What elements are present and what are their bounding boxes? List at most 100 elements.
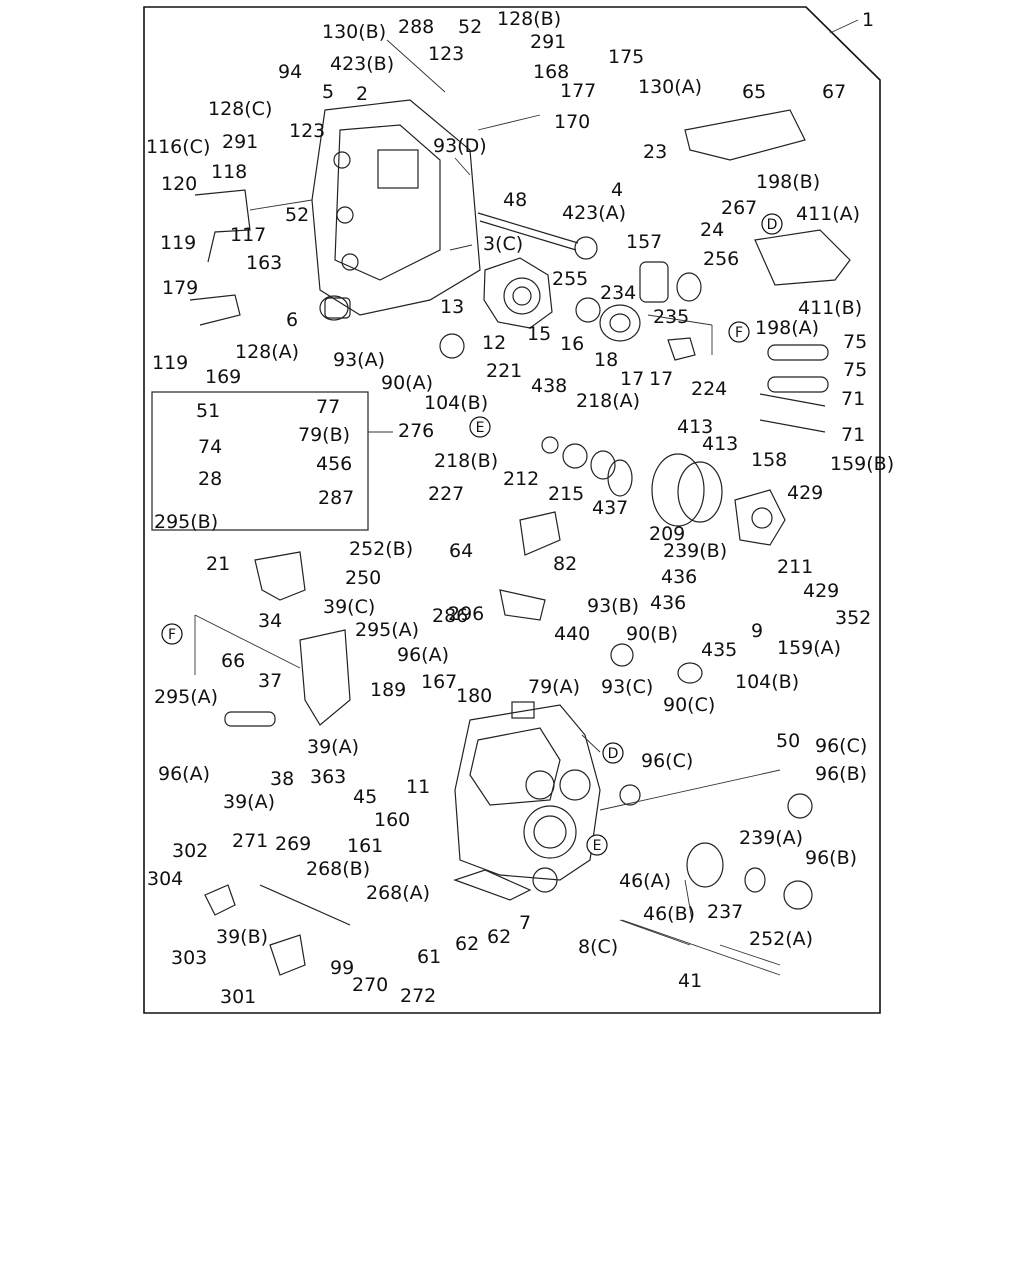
part-label: 39(C) — [323, 596, 375, 618]
part-label: 296 — [448, 603, 484, 625]
part-label: 301 — [220, 986, 256, 1008]
part-label: 169 — [205, 366, 241, 388]
part-label: 304 — [147, 868, 183, 890]
part-label: 38 — [270, 768, 294, 790]
part-label: 215 — [548, 483, 584, 505]
part-label: 163 — [246, 252, 282, 274]
part-label: 180 — [456, 685, 492, 707]
part-label: 235 — [653, 306, 689, 328]
part-label: 276 — [398, 420, 434, 442]
part-label: 252(A) — [749, 928, 813, 950]
part-label: 24 — [700, 219, 724, 241]
svg-text:D: D — [767, 217, 778, 233]
governor-lever — [224, 551, 351, 727]
part-label: 295(A) — [355, 619, 419, 641]
part-label: 271 — [232, 830, 268, 852]
part-label: 128(B) — [497, 8, 561, 30]
part-label: 118 — [211, 161, 247, 183]
part-label: 437 — [592, 497, 628, 519]
part-label: 221 — [486, 360, 522, 382]
part-label: 268(B) — [306, 858, 370, 880]
part-label: 93(C) — [601, 676, 653, 698]
svg-text:E: E — [476, 420, 485, 436]
part-label: 218(B) — [434, 450, 498, 472]
part-label: 21 — [206, 553, 230, 575]
part-label: 123 — [428, 43, 464, 65]
part-label: 93(D) — [433, 135, 487, 157]
linkage-lower-left — [204, 884, 351, 976]
part-label: 51 — [196, 400, 220, 422]
part-label: 9 — [751, 620, 763, 642]
part-label: 28 — [198, 468, 222, 490]
part-label: 179 — [162, 277, 198, 299]
part-label: 117 — [230, 224, 266, 246]
part-label: 3(C) — [483, 233, 523, 255]
plate-center — [499, 511, 561, 621]
leader-lines — [194, 39, 781, 976]
part-label: 189 — [370, 679, 406, 701]
part-label: 170 — [554, 111, 590, 133]
callout-marker: E — [469, 416, 491, 438]
part-label: 17 — [649, 368, 673, 390]
part-label: 93(B) — [587, 595, 639, 617]
part-label: 41 — [678, 970, 702, 992]
part-label: 429 — [803, 580, 839, 602]
svg-text:F: F — [735, 325, 743, 341]
part-label: 96(C) — [815, 735, 867, 757]
part-label: 7 — [519, 912, 531, 934]
part-label: 104(B) — [424, 392, 488, 414]
part-label: 255 — [552, 268, 588, 290]
part-label: 90(B) — [626, 623, 678, 645]
part-label: 352 — [835, 607, 871, 629]
part-label: 4 — [611, 179, 623, 201]
part-label: 212 — [503, 468, 539, 490]
part-label: 252(B) — [349, 538, 413, 560]
part-label: 39(A) — [223, 791, 275, 813]
pump-body-lower — [453, 701, 601, 901]
part-label: 288 — [398, 16, 434, 38]
part-label: 168 — [533, 61, 569, 83]
part-label: 234 — [600, 282, 636, 304]
part-label: 270 — [352, 974, 388, 996]
part-label: 2 — [356, 83, 368, 105]
part-label: 413 — [677, 416, 713, 438]
part-label: 177 — [560, 80, 596, 102]
part-label: 227 — [428, 483, 464, 505]
part-label: 104(B) — [735, 671, 799, 693]
part-label: 15 — [527, 323, 551, 345]
part-label: 286 — [432, 605, 468, 627]
parts-lower-right — [319, 295, 813, 910]
part-label: 413 — [702, 433, 738, 455]
levers-left — [189, 189, 351, 326]
part-label: 237 — [707, 901, 743, 923]
part-label: 302 — [172, 840, 208, 862]
part-label: 256 — [703, 248, 739, 270]
callout-marker: D — [602, 742, 624, 764]
part-label: 75 — [843, 359, 867, 381]
part-label: 50 — [776, 730, 800, 752]
part-label: 65 — [742, 81, 766, 103]
part-label: 96(B) — [805, 847, 857, 869]
part-label: 71 — [841, 424, 865, 446]
part-label: 116(C) — [146, 136, 210, 158]
part-label: 411(A) — [796, 203, 860, 225]
part-label: 161 — [347, 835, 383, 857]
part-label: 90(A) — [381, 372, 433, 394]
callout-marker: F — [161, 623, 183, 645]
callout-marker: D — [761, 213, 783, 235]
bracket-upper-right — [684, 109, 851, 286]
callout-marker: F — [728, 321, 750, 343]
part-label: 120 — [161, 173, 197, 195]
part-label: 119 — [160, 232, 196, 254]
part-label: 218(A) — [576, 390, 640, 412]
part-label: 99 — [330, 957, 354, 979]
part-label: 79(B) — [298, 424, 350, 446]
assembly-leader — [829, 19, 859, 34]
part-label: 12 — [482, 332, 506, 354]
part-label: 423(A) — [562, 202, 626, 224]
part-label: 411(B) — [798, 297, 862, 319]
part-label: 46(B) — [643, 903, 695, 925]
part-label: 211 — [777, 556, 813, 578]
